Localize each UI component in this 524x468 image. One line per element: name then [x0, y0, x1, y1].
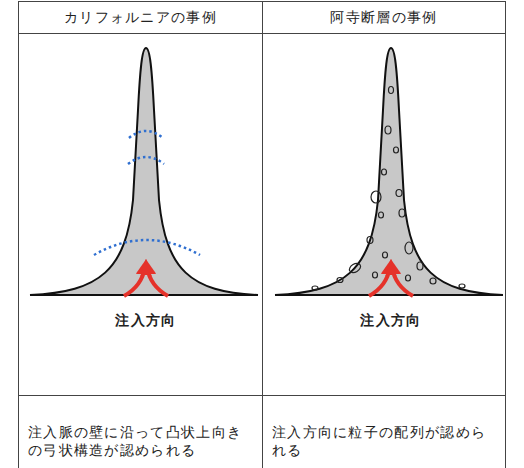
- direction-label: 注入方向: [331, 311, 451, 329]
- column-header: 阿寺断層の事例: [263, 8, 505, 26]
- column-header: カリフォルニアの事例: [19, 8, 262, 26]
- table-cell: 注入脈の壁に沿って凸状上向きの弓状構造が認められる: [28, 423, 254, 459]
- injection-vein: [30, 48, 258, 296]
- table-grid: [18, 1, 506, 468]
- injection-vein: [275, 48, 503, 296]
- particle: [312, 87, 465, 291]
- direction-label: 注入方向: [86, 311, 206, 329]
- injection-arrow: [369, 267, 413, 296]
- injection-arrow: [124, 267, 168, 296]
- table-cell: 注入方向に粒子の配列が認められる: [272, 423, 498, 459]
- arc-structure: [94, 131, 200, 255]
